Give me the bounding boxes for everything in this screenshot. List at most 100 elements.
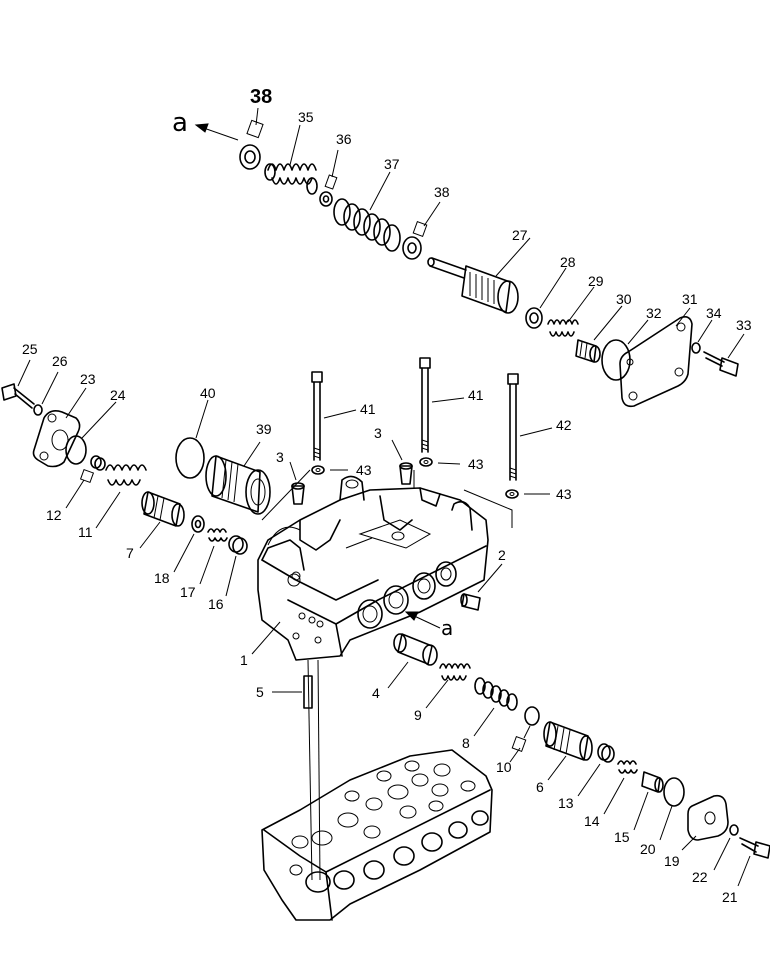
label-41-left: 41 bbox=[360, 401, 376, 417]
label-35: 35 bbox=[298, 109, 314, 125]
bolt-33 bbox=[703, 333, 745, 377]
bolt-41-left bbox=[311, 371, 357, 461]
washer-36 bbox=[319, 149, 339, 207]
spool-27 bbox=[427, 237, 531, 314]
label-41-right: 41 bbox=[468, 387, 484, 403]
label-34: 34 bbox=[706, 305, 722, 321]
lower-block bbox=[261, 749, 493, 921]
label-30: 30 bbox=[616, 291, 632, 307]
plug-16 bbox=[225, 535, 248, 597]
valve-7 bbox=[139, 491, 185, 549]
label-29: 29 bbox=[588, 273, 604, 289]
label-36: 36 bbox=[336, 131, 352, 147]
plug-30 bbox=[575, 305, 623, 363]
label-11: 11 bbox=[78, 524, 93, 540]
label-16: 16 bbox=[208, 596, 224, 612]
sleeve-4 bbox=[387, 633, 438, 689]
o-ring-32 bbox=[601, 319, 649, 381]
label-13: 13 bbox=[558, 795, 574, 811]
label-37: 37 bbox=[384, 156, 400, 172]
washer-34 bbox=[691, 319, 713, 354]
washer-43-left bbox=[311, 465, 348, 475]
label-8: 8 bbox=[462, 735, 470, 751]
cover-19 bbox=[681, 794, 729, 851]
reference-arrow-a-top: a bbox=[172, 108, 239, 141]
label-4: 4 bbox=[372, 685, 380, 701]
spring-37 bbox=[333, 171, 401, 252]
label-20: 20 bbox=[640, 841, 656, 857]
o-ring-20 bbox=[659, 777, 685, 841]
ring-18 bbox=[173, 515, 205, 573]
o-ring-24 bbox=[65, 401, 117, 465]
label-6: 6 bbox=[536, 779, 544, 795]
washer-43-right bbox=[505, 489, 550, 499]
label-32: 32 bbox=[646, 305, 662, 321]
spring-11 bbox=[95, 464, 147, 529]
o-ring-40 bbox=[175, 399, 209, 479]
label-10: 10 bbox=[496, 759, 512, 775]
valve-body-1 bbox=[251, 475, 489, 661]
label-38-right: 38 bbox=[434, 184, 450, 200]
ring-12 bbox=[65, 455, 106, 509]
label-3-left: 3 bbox=[276, 449, 284, 465]
label-24: 24 bbox=[110, 387, 126, 403]
spring-17 bbox=[199, 528, 228, 585]
pin-5 bbox=[272, 675, 313, 709]
label-17: 17 bbox=[180, 584, 196, 600]
label-39: 39 bbox=[256, 421, 272, 437]
label-21: 21 bbox=[722, 889, 738, 905]
label-1: 1 bbox=[240, 652, 248, 668]
ball-10 bbox=[509, 706, 540, 763]
ring-28 bbox=[525, 267, 567, 329]
plug-15 bbox=[633, 771, 664, 831]
label-23: 23 bbox=[80, 371, 96, 387]
label-38-top: 38 bbox=[250, 86, 272, 108]
washer-26 bbox=[33, 371, 59, 416]
reference-arrow-a-body: a bbox=[404, 611, 453, 640]
label-28: 28 bbox=[560, 254, 576, 270]
cover-31 bbox=[619, 307, 693, 408]
plug-2 bbox=[460, 563, 503, 611]
label-5: 5 bbox=[256, 684, 264, 700]
spring-29 bbox=[547, 286, 595, 337]
alignment-line-2 bbox=[317, 659, 321, 881]
spring-8 bbox=[473, 677, 518, 737]
fitting-3-right bbox=[391, 439, 413, 485]
washer-43-mid bbox=[419, 457, 461, 467]
alignment-line bbox=[307, 659, 313, 881]
label-22: 22 bbox=[692, 869, 708, 885]
svg-text:a: a bbox=[441, 616, 453, 640]
label-26: 26 bbox=[52, 353, 68, 369]
washer-38-left bbox=[239, 107, 264, 170]
label-33: 33 bbox=[736, 317, 752, 333]
fitting-3-left bbox=[289, 461, 305, 505]
bolt-42 bbox=[507, 373, 553, 481]
spring-14 bbox=[603, 760, 638, 815]
washer-38-right bbox=[402, 201, 441, 260]
sleeve-39 bbox=[205, 441, 271, 515]
label-18: 18 bbox=[154, 570, 170, 586]
label-43-mid: 43 bbox=[468, 456, 484, 472]
label-25: 25 bbox=[22, 341, 38, 357]
svg-text:a: a bbox=[172, 108, 188, 138]
cover-23 bbox=[32, 387, 87, 468]
label-9: 9 bbox=[414, 707, 422, 723]
label-43-right: 43 bbox=[556, 486, 572, 502]
ring-13 bbox=[577, 743, 615, 797]
bracket-lines bbox=[261, 469, 513, 528]
label-27: 27 bbox=[512, 227, 528, 243]
label-12: 12 bbox=[46, 507, 62, 523]
label-40: 40 bbox=[200, 385, 216, 401]
bolt-21 bbox=[737, 837, 770, 887]
bolt-25 bbox=[1, 359, 35, 409]
washer-22 bbox=[713, 824, 739, 871]
bolt-41-right bbox=[419, 357, 465, 453]
label-31: 31 bbox=[682, 291, 698, 307]
label-43-left: 43 bbox=[356, 462, 372, 478]
label-2: 2 bbox=[498, 547, 506, 563]
label-15: 15 bbox=[614, 829, 630, 845]
spring-35 bbox=[264, 124, 318, 195]
label-19: 19 bbox=[664, 853, 680, 869]
